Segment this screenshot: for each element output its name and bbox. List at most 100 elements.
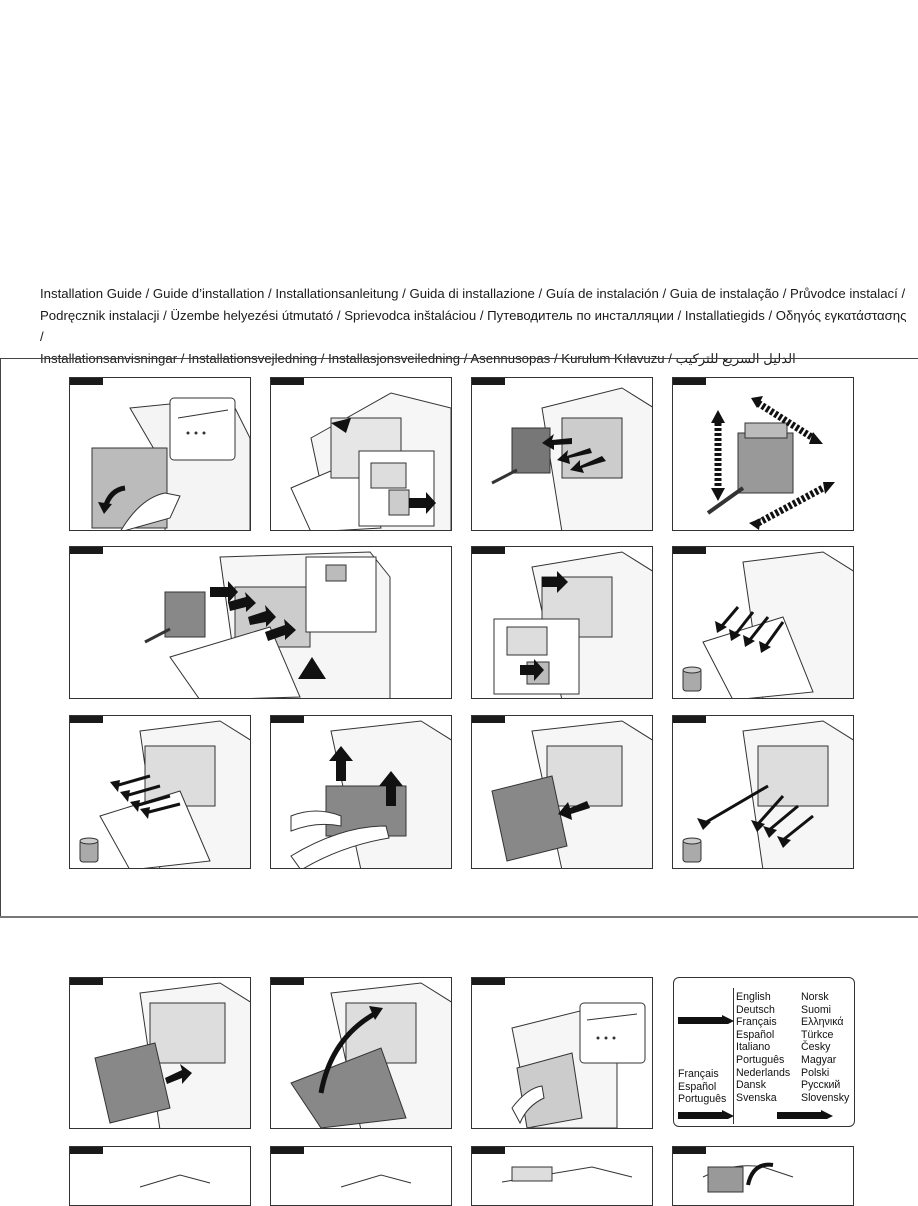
step-tab xyxy=(472,547,505,554)
language-column-2: Norsk Suomi Ελληνικά Türkce Česky Magyar… xyxy=(801,991,849,1104)
illustration-step-15 xyxy=(501,1166,633,1183)
arrow-right-icon xyxy=(678,1015,734,1024)
illustration-remove-units xyxy=(79,720,250,868)
language-divider xyxy=(733,988,734,1124)
lang-item: Español xyxy=(736,1028,775,1041)
step-tab xyxy=(472,978,505,985)
panel-step-16 xyxy=(672,1146,854,1206)
lang-item: Dansk xyxy=(736,1079,767,1092)
lang-item: Português xyxy=(678,1093,727,1106)
illustration-remove-toner xyxy=(491,387,652,530)
title-cs: Průvodce instalací xyxy=(790,286,898,301)
panel-step-13 xyxy=(69,1146,251,1206)
step-tab xyxy=(472,716,505,723)
panel-open-front-door xyxy=(69,377,251,531)
lang-item: Svenska xyxy=(736,1091,777,1104)
lang-item: Nederlands xyxy=(736,1066,791,1079)
illustration-install-waste-box xyxy=(94,982,250,1128)
lang-item: Français xyxy=(678,1068,719,1080)
step-tab xyxy=(271,978,304,985)
lang-item: Magyar xyxy=(801,1053,837,1066)
panel-install-waste-box xyxy=(69,977,251,1129)
step-tab xyxy=(472,1147,505,1154)
language-column-1: English Deutsch Français Español Italian… xyxy=(736,991,790,1104)
guide-title-block: Installation Guide / Guide d’installatio… xyxy=(40,283,910,369)
panel-status-screen xyxy=(471,977,653,1129)
panel-step-15 xyxy=(471,1146,653,1206)
lang-item: English xyxy=(736,991,771,1003)
title-pt: Guia de instalação xyxy=(669,286,780,301)
illustration-close-door xyxy=(290,982,451,1128)
lang-item: Français xyxy=(736,1016,777,1029)
title-hu: Üzembe helyezési útmutató xyxy=(170,307,334,323)
section-divider xyxy=(0,916,918,918)
panel-remove-toner xyxy=(471,377,653,531)
panel-remove-waste-box xyxy=(471,715,653,869)
lang-item: Русский xyxy=(801,1079,841,1092)
lang-item: Slovensky xyxy=(801,1091,850,1104)
title-nl: Installatiegids xyxy=(684,307,765,323)
title-pl: Podręcznik instalacji xyxy=(40,307,160,323)
language-selector-box: English Deutsch Français Español Italian… xyxy=(673,977,855,1127)
illustration-lift-unit xyxy=(290,720,451,868)
step-tab xyxy=(673,547,706,554)
illustration-insert xyxy=(144,551,391,698)
panel-pull-tray xyxy=(672,546,854,699)
title-es: Guía de instalación xyxy=(545,286,659,301)
illustration-pull-tray xyxy=(682,551,853,698)
step-tab xyxy=(70,547,103,554)
step-tab xyxy=(70,378,103,385)
lang-item: Italiano xyxy=(736,1041,771,1054)
panel-step-14 xyxy=(270,1146,452,1206)
arrow-right-icon xyxy=(777,1110,833,1119)
arrow-right-icon xyxy=(678,1110,734,1119)
step-tab xyxy=(472,378,505,385)
panel-remove-units xyxy=(69,715,251,869)
illustration-shake xyxy=(706,396,835,530)
panel-lock-lever xyxy=(471,546,653,699)
top-divider xyxy=(0,358,918,359)
step-tab xyxy=(271,716,304,723)
lang-item: Español xyxy=(678,1080,717,1093)
title-en: Installation Guide xyxy=(40,286,142,301)
left-border xyxy=(0,358,1,916)
panel-dispose-parts xyxy=(672,715,854,869)
title-line-2: Podręcznik instalacji / Üzembe helyezési… xyxy=(40,307,907,345)
step-tab xyxy=(673,716,706,723)
lang-item: Türkce xyxy=(801,1028,834,1041)
lang-item: Ελληνικά xyxy=(801,1016,844,1029)
illustration-step-13 xyxy=(139,1174,211,1188)
step-tab xyxy=(673,378,706,385)
step-tab xyxy=(70,978,103,985)
illustration-lock-lever xyxy=(493,551,652,698)
step-tab xyxy=(673,1147,706,1154)
illustration-dispose xyxy=(682,720,853,868)
lang-item: Deutsch xyxy=(736,1003,775,1016)
lang-item: Norsk xyxy=(801,991,829,1003)
lang-item: Português xyxy=(736,1053,785,1066)
step-tab xyxy=(271,378,304,385)
lang-item: Polski xyxy=(801,1066,830,1079)
title-line-1: Installation Guide / Guide d’installatio… xyxy=(40,286,906,301)
title-el: Οδηγός εγκατάστασης xyxy=(775,307,907,323)
lang-item: Suomi xyxy=(801,1003,832,1016)
panel-insert-cartridge xyxy=(69,546,452,699)
panel-close-door xyxy=(270,977,452,1129)
illustration-status-screen xyxy=(511,1002,646,1128)
illustration-release-lever xyxy=(290,392,451,530)
title-ru: Путеводитель по инсталляции xyxy=(487,307,674,323)
language-column-3: Français Español Português xyxy=(678,1068,726,1106)
illustration-step-14 xyxy=(340,1174,412,1188)
panel-lift-unit xyxy=(270,715,452,869)
illustration-open-door xyxy=(91,397,250,530)
title-fr: Guide d’installation xyxy=(152,286,265,301)
step-tab xyxy=(70,716,103,723)
illustration-waste-box xyxy=(491,720,652,868)
step-tab xyxy=(271,1147,304,1154)
title-de: Installationsanleitung xyxy=(275,286,399,301)
step-tab xyxy=(70,1147,103,1154)
panel-push-release-lever xyxy=(270,377,452,531)
title-it: Guida di installazione xyxy=(409,286,535,301)
title-sk: Sprievodca inštaláciou xyxy=(344,307,477,323)
illustration-step-16 xyxy=(702,1162,794,1193)
